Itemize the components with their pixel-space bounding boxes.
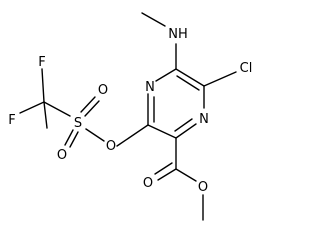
bond-c6-cl: [203, 71, 237, 87]
atom-cl: Cl: [240, 61, 253, 76]
bond-c-s: [43, 101, 71, 117]
bond-carbonyl-o-methoxy: [175, 168, 197, 182]
bond-nh-methyl: [141, 12, 166, 27]
atom-o-carbonyl: O: [143, 176, 153, 191]
bond-s-o-bottom-b: [69, 131, 79, 148]
bonds: [19, 12, 237, 221]
bond-o-c-ring: [116, 124, 149, 147]
atom-o-sulfonyl-top: O: [98, 83, 108, 98]
bond-c-f-top: [41, 68, 45, 103]
bond-c-f-left: [19, 101, 45, 114]
bond-ring-n1-c2: [175, 123, 197, 139]
atom-n-ring-lower: N: [199, 112, 209, 127]
bond-ring-c5-c6: [175, 68, 205, 87]
atom-o-ester-link: O: [106, 139, 116, 154]
bond-s-o-bottom-a: [64, 129, 74, 146]
atom-f-left: F: [8, 113, 15, 128]
bond-ring-c2-c3: [147, 124, 177, 139]
atom-o-methoxy: O: [198, 180, 208, 195]
atom-s: S: [74, 116, 82, 131]
atom-o-sulfonyl-bottom: O: [57, 148, 67, 163]
bond-ring-n4-c5: [155, 68, 177, 82]
bond-s-o-top-b: [84, 100, 100, 117]
bond-s-o-link: [85, 128, 105, 142]
bond-ring-c5-c6-inner: [176, 75, 200, 91]
atom-n-ring-upper: N: [145, 80, 155, 95]
bond-carbonyl-o-a: [157, 168, 177, 181]
chemical-structure: F F S O O O N N NH Cl O O: [8, 12, 252, 221]
bond-carbonyl-o-b: [154, 162, 173, 175]
bond-s-o-top-a: [80, 96, 96, 113]
atom-nh: NH: [168, 27, 188, 42]
atom-f-top: F: [38, 55, 45, 70]
bond-ring-n1-c2-inner: [174, 118, 193, 132]
atom-labels: F F S O O O N N NH Cl O O: [8, 27, 252, 195]
bond-c-f-bottom: [43, 101, 48, 129]
